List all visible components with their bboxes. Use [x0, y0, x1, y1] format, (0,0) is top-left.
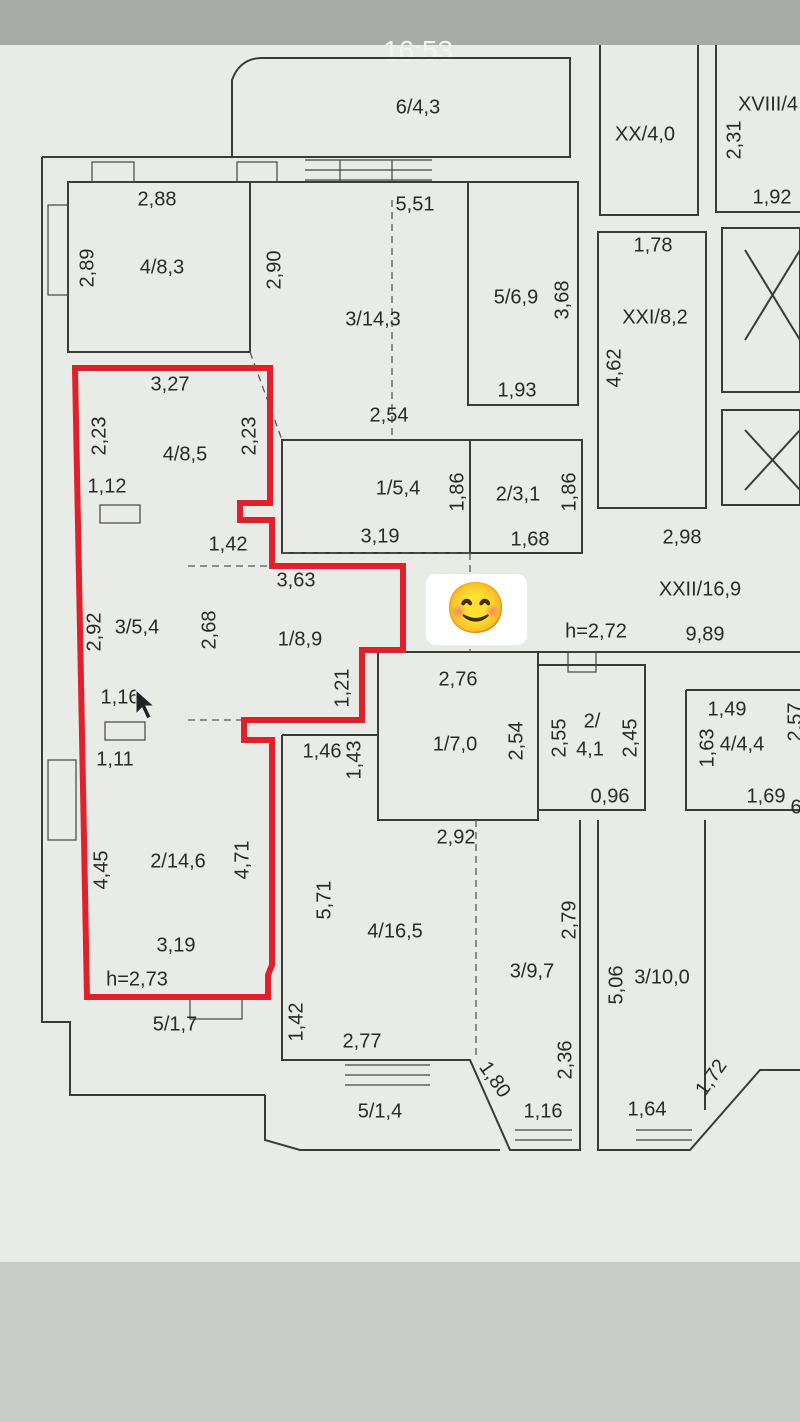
dimension-label: 2,89 [76, 249, 98, 288]
dimension-label: 1,12 [88, 475, 127, 497]
dimension-label: 3,19 [361, 525, 400, 547]
room-label: 4/4,4 [720, 733, 764, 755]
dimension-label: 4,62 [603, 349, 625, 388]
walls [41, 45, 800, 1151]
dimension-label: 2,54 [370, 404, 409, 426]
dimension-label: 1,69 [747, 785, 786, 807]
room-label: XX/4,0 [615, 123, 675, 145]
dimension-label: 2,88 [138, 188, 177, 210]
dimension-label: 0,96 [591, 785, 630, 807]
dimension-label: 3,19 [157, 934, 196, 956]
dimension-label: 1,78 [634, 234, 673, 256]
dimension-label: 1,86 [558, 473, 580, 512]
top-band [0, 0, 800, 45]
room-label: 5/1,7 [153, 1013, 197, 1035]
dimension-label: 1,68 [511, 528, 550, 550]
room-label: 2/3,1 [496, 483, 540, 505]
room-label: 3/10,0 [634, 966, 690, 988]
dimension-label: 4,71 [231, 841, 253, 880]
dimension-label: 5,51 [396, 193, 435, 215]
dimension-label: 2,92 [83, 613, 105, 652]
dimension-label: 1,16 [524, 1100, 563, 1122]
room-label: 6/4,3 [396, 96, 440, 118]
room-label: XXII/16,9 [659, 578, 741, 600]
room-label: 1/7,0 [433, 733, 477, 755]
dimension-label: 1,42 [209, 533, 248, 555]
dimension-labels: 6/4,3 XX/4,0 XVIII/4 2,31 1,92 2,88 5,51… [76, 93, 800, 1122]
dimension-label: 2,23 [238, 417, 260, 456]
dimension-label: 1,63 [696, 729, 718, 768]
dimension-label: 1,93 [498, 379, 537, 401]
dimension-label: 2,45 [619, 719, 641, 758]
room-label: 3/14,3 [345, 308, 401, 330]
dimension-label: 2,54 [505, 722, 527, 761]
dimension-label: 1,49 [708, 698, 747, 720]
dimension-label: 6 [790, 796, 800, 818]
dimension-label: 4,45 [90, 851, 112, 890]
room-label: 4/8,3 [140, 256, 184, 278]
mouse-cursor-icon [135, 688, 156, 720]
ceiling-height-label: h=2,73 [106, 968, 168, 990]
dimension-label: 2,79 [558, 901, 580, 940]
dimension-label: 1,46 [303, 740, 342, 762]
dimension-label: 1,86 [446, 473, 468, 512]
highlighted-apartment-outline [71, 365, 406, 1000]
dimension-label: 3,68 [551, 281, 573, 320]
room-label: 4/16,5 [367, 920, 423, 942]
room-label: 5/6,9 [494, 286, 538, 308]
dimension-label: 2,76 [439, 668, 478, 690]
room-label: 1/8,9 [278, 628, 322, 650]
room-label: 4/8,5 [163, 443, 207, 465]
emoji-sticker: 😊 [426, 574, 527, 645]
dimension-label: 1,64 [628, 1098, 667, 1120]
smiley-emoji-icon: 😊 [445, 580, 507, 636]
room-label: 2/14,6 [150, 850, 206, 872]
dimension-label: 2,98 [663, 526, 702, 548]
dimension-label: 2,68 [198, 611, 220, 650]
dimension-label: 2,92 [437, 826, 476, 848]
dimension-label: 5,06 [605, 966, 627, 1005]
room-label: 3/5,4 [115, 616, 159, 638]
dimension-label: 2,31 [723, 121, 745, 160]
dimension-label: 3,27 [151, 373, 190, 395]
dimension-label: 2,55 [548, 719, 570, 758]
room-label: XXI/8,2 [622, 306, 688, 328]
dimension-label: 1,92 [753, 186, 792, 208]
room-label: 4,1 [576, 738, 604, 760]
dimension-label: 1,21 [331, 669, 353, 708]
dimension-label: 2,23 [88, 417, 110, 456]
dimension-label: 2,77 [343, 1030, 382, 1052]
dimension-label: 1,11 [96, 748, 133, 770]
room-label: 2/ [584, 710, 601, 732]
dimension-label: 5,71 [313, 881, 335, 920]
dimension-label: 2,90 [263, 251, 285, 290]
dimension-label: 1,43 [343, 741, 365, 780]
dimension-label: 1,16 [101, 686, 140, 708]
status-time: 16:53 [383, 35, 453, 66]
dimension-label: 1,42 [285, 1003, 307, 1042]
room-label: 5/1,4 [358, 1100, 402, 1122]
dimension-label: 2,36 [554, 1041, 576, 1080]
dimension-label: 3,63 [277, 569, 316, 591]
room-label: XVIII/4 [738, 93, 798, 115]
ceiling-height-label: h=2,72 [565, 620, 627, 642]
room-label: 1/5,4 [376, 477, 420, 499]
dimension-label: 9,89 [686, 623, 725, 645]
room-label: 3/9,7 [510, 960, 554, 982]
dimension-label: 2,57 [784, 703, 800, 742]
